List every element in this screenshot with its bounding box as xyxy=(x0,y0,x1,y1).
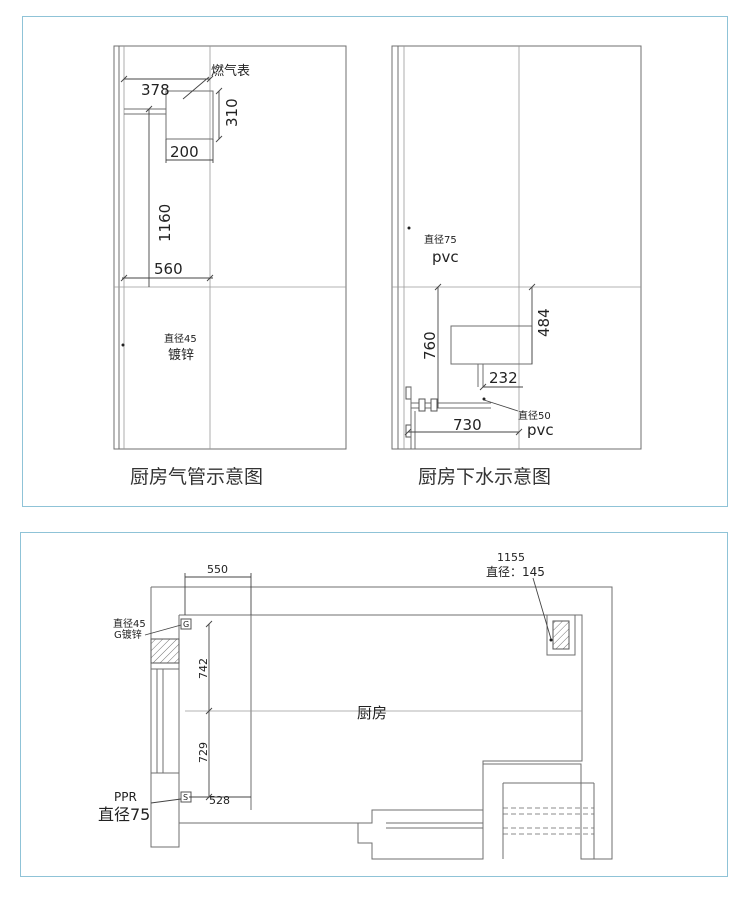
water-note-line2: 直径75 xyxy=(98,805,150,824)
dim-760-text: 760 xyxy=(421,331,439,360)
gas-meter-label: 燃气表 xyxy=(211,63,250,79)
inner-wall xyxy=(179,614,583,824)
gas-point-marker xyxy=(180,618,192,630)
flue-note-line2: 直径：145 xyxy=(486,565,545,579)
sink-box xyxy=(450,325,533,365)
elevation-drawings: 燃气表 378 310 200 1160 560 直径45 镀锌 厨房气管示意图 xyxy=(113,45,642,488)
dim-484-text: 484 xyxy=(535,308,553,337)
dim-730-text: 730 xyxy=(453,416,482,434)
gas-note-line1: 直径45 xyxy=(113,617,146,630)
dim-232-text: 232 xyxy=(489,369,518,387)
drain-diagram-caption: 厨房下水示意图 xyxy=(418,466,551,488)
dim-729-tick-m xyxy=(205,707,213,715)
drain-upper-dot xyxy=(407,226,411,230)
dim-742-text: 742 xyxy=(197,658,210,679)
gas-note-line2: G镀锌 xyxy=(114,628,142,641)
gas-meter-leader xyxy=(182,76,210,100)
dim-550-text: 550 xyxy=(207,563,228,576)
room-label: 厨房 xyxy=(357,704,387,722)
drain-note-leader xyxy=(483,399,519,412)
gas-pipe-size: 直径45 xyxy=(164,332,197,345)
dim-1160-text: 1160 xyxy=(156,204,174,242)
water-note-line1: PPR xyxy=(114,790,137,804)
dim-378-text: 378 xyxy=(141,81,170,99)
gas-diagram-caption: 厨房气管示意图 xyxy=(130,466,263,488)
drain-fitting-1 xyxy=(418,398,426,412)
dim-528-text: 528 xyxy=(209,794,230,807)
drain-fitting-3 xyxy=(405,386,412,400)
dim-730-tick-r xyxy=(515,428,523,436)
water-point-letter: S xyxy=(183,793,188,802)
dim-729-text: 729 xyxy=(197,742,210,763)
drain-lower-material: pvc xyxy=(527,421,554,439)
drain-upper-size: 直径75 xyxy=(424,233,457,246)
flue-note-line1: 1155 xyxy=(497,551,525,564)
gas-meter-box xyxy=(165,90,214,140)
outer-wall xyxy=(150,586,613,860)
dim-200-text: 200 xyxy=(170,143,199,161)
flue-box xyxy=(546,614,576,656)
dim-742-tick-t xyxy=(205,620,213,628)
drain-lower-size: 直径50 xyxy=(518,409,551,422)
gas-note-leader xyxy=(144,624,182,636)
dim-310-tick-t xyxy=(215,87,223,95)
dim-310-tick-b xyxy=(215,135,223,143)
drain-fitting-2 xyxy=(430,398,438,412)
floor-plan-panel: 550 742 729 528 G S 厨房 1155 直径：145 直径45 … xyxy=(20,532,728,877)
gas-diagram: 燃气表 378 310 200 1160 560 直径45 镀锌 厨房气管示意图 xyxy=(113,45,347,488)
drain-upper-material: pvc xyxy=(432,248,459,266)
dim-378-tick-r xyxy=(206,75,214,83)
flue-dot xyxy=(549,638,553,642)
water-note-leader xyxy=(150,798,182,804)
dim-560-tick-r xyxy=(206,274,214,282)
dim-1160-tick-t xyxy=(145,105,153,113)
flue-hatch xyxy=(552,620,570,650)
dim-484-tick-t xyxy=(528,283,536,291)
dim-560-tick-l xyxy=(120,274,128,282)
drain-lower-dot xyxy=(482,397,486,401)
floor-plan-drawing: 550 742 729 528 G S 厨房 1155 直径：145 直径45 … xyxy=(98,551,613,860)
gas-pipe-dot xyxy=(121,343,125,347)
gas-wall-outline xyxy=(113,45,347,450)
floor-plan: 550 742 729 528 G S 厨房 1155 直径：145 直径45 … xyxy=(98,551,613,860)
dim-310-text: 310 xyxy=(223,98,241,127)
flue-leader xyxy=(532,577,552,640)
dim-560-text: 560 xyxy=(154,260,183,278)
dim-760-tick-t xyxy=(434,283,442,291)
drain-wall-outline xyxy=(391,45,642,450)
gas-riser-hatch xyxy=(150,638,180,664)
gas-pipe-material: 镀锌 xyxy=(168,347,194,363)
dim-378-tick-l xyxy=(120,75,128,83)
elevation-panel: 燃气表 378 310 200 1160 560 直径45 镀锌 厨房气管示意图 xyxy=(22,16,728,507)
drain-diagram: 直径75 pvc 484 760 232 730 直径50 pvc 厨房下水示意… xyxy=(391,45,642,488)
dim-232-tick-l xyxy=(479,383,487,391)
gas-point-letter: G xyxy=(183,620,189,629)
dim-730-tick-l xyxy=(404,428,412,436)
